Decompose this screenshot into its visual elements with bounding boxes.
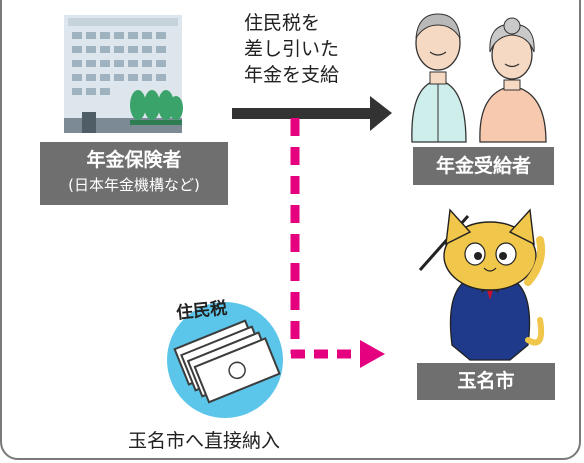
cash-bundle-icon bbox=[167, 302, 283, 418]
pension-recipient-label: 年金受給者 bbox=[413, 147, 554, 185]
arrow-label-line: 住民税を bbox=[244, 12, 321, 34]
direct-payment-text: 玉名市へ直接納入 bbox=[128, 430, 281, 452]
resident-tax-label: 住民税 bbox=[175, 298, 229, 324]
arrow-label-line: 差し引いた bbox=[244, 38, 340, 60]
elderly-couple-icon bbox=[411, 13, 547, 143]
pension-arrow-label: 住民税を 差し引いた 年金を支給 bbox=[244, 10, 339, 88]
city-label: 玉名市 bbox=[417, 363, 555, 400]
tax-flow-arrow bbox=[290, 118, 385, 368]
pension-arrow bbox=[232, 96, 392, 131]
building-icon bbox=[64, 15, 183, 133]
payer-name: 年金保険者 bbox=[86, 149, 182, 171]
arrow-label-line: 年金を支給 bbox=[244, 64, 340, 86]
payer-note: (日本年金機構など) bbox=[68, 176, 200, 194]
pension-payer-label: 年金保険者 (日本年金機構など) bbox=[40, 142, 228, 205]
cat-mascot-icon bbox=[418, 208, 546, 361]
